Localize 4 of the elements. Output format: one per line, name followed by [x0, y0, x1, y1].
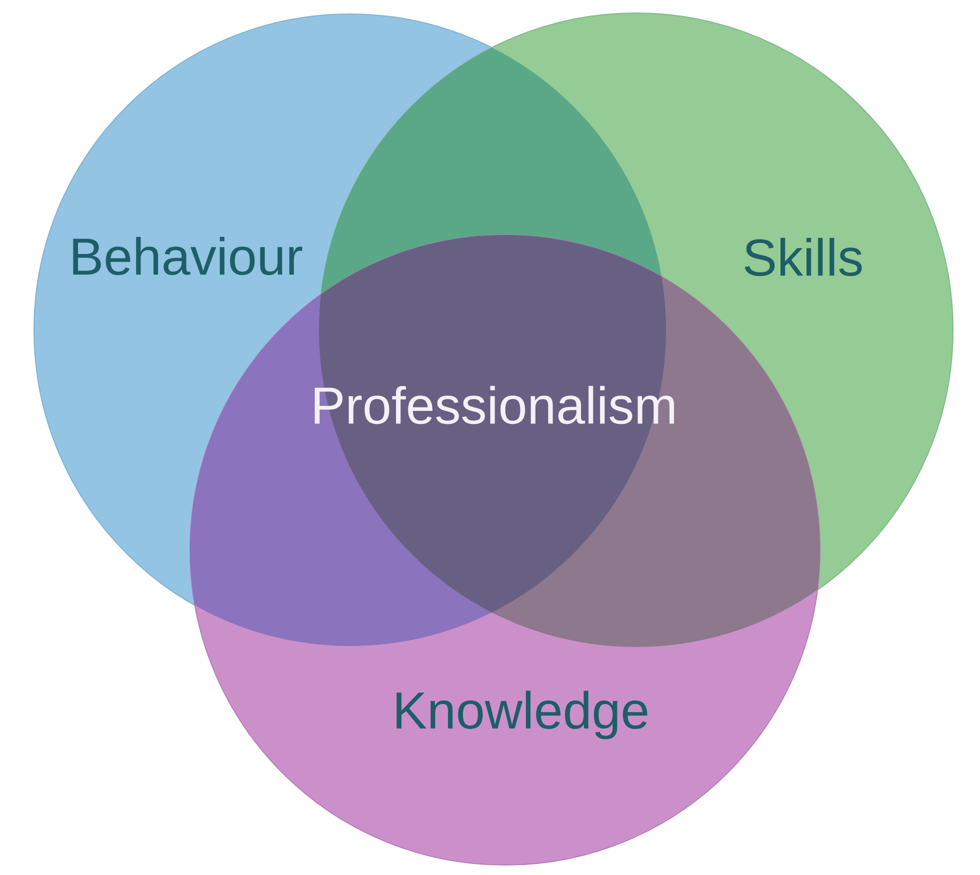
- center-label: Professionalism: [314, 386, 674, 424]
- circle-label: Knowledge: [396, 690, 648, 740]
- circle-label: Behaviour: [73, 236, 302, 276]
- circle-label: Skills: [744, 238, 862, 276]
